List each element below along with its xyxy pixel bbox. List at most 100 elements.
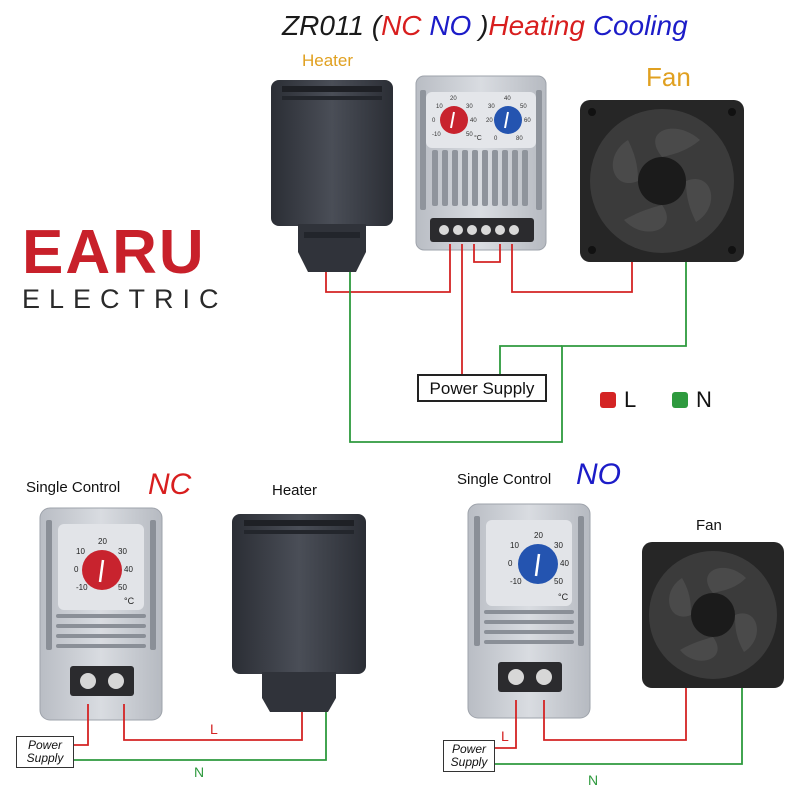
nc-scale-30: 30	[118, 547, 127, 556]
nc-thermostat: 20 30 10 40 0 50 -10 °C	[39, 507, 163, 721]
top-heater-body	[271, 80, 393, 226]
no-wire-fan-l	[543, 688, 687, 741]
dual-left-scale-top: 20	[450, 96, 457, 102]
top-power-supply-box: Power Supply	[417, 374, 547, 402]
top-dual-thermostat: 20 10 0 -10 30 40 50 40 30 20 50 60 0 80…	[415, 75, 547, 251]
no-scale-0: 0	[508, 559, 513, 568]
no-power-supply-line2: Supply	[450, 755, 488, 769]
dual-thermostat-grille	[420, 90, 542, 210]
nc-scale-0: 0	[74, 565, 79, 574]
legend-l-swatch	[600, 392, 616, 408]
wire-supply-n	[499, 345, 562, 374]
dual-right-scale-c: 50	[520, 104, 527, 110]
nc-wire-n	[74, 712, 327, 761]
no-scale-10: 10	[510, 541, 519, 550]
nc-scale-50: 50	[118, 583, 127, 592]
title-no: NO	[429, 10, 472, 41]
no-unit: °C	[558, 592, 569, 602]
nc-power-supply-line2: Supply	[26, 751, 64, 765]
no-wire-n	[495, 688, 743, 765]
dual-left-scale-a: 10	[436, 104, 443, 110]
nc-unit: °C	[124, 596, 135, 606]
top-fan	[580, 100, 744, 262]
title-cooling: Cooling	[592, 10, 688, 41]
no-section-mode: NO	[576, 458, 621, 491]
wire-common-n	[349, 262, 687, 443]
nc-thermostat-grille	[46, 520, 156, 650]
top-fan-hub	[638, 157, 686, 205]
dial-panel	[426, 92, 536, 148]
top-fan-blades	[612, 128, 712, 232]
dial-blue-pointer	[504, 111, 509, 129]
no-power-supply-box: Power Supply	[443, 740, 495, 772]
top-heater-terminal	[298, 224, 366, 272]
no-scale-20: 20	[534, 531, 543, 540]
top-fan-label: Fan	[646, 62, 691, 92]
dual-left-scale-f: 50	[466, 132, 473, 138]
brand-logo-name: EARU	[22, 218, 206, 287]
nc-scale-minus10: -10	[76, 583, 88, 592]
nc-section-mode: NC	[148, 468, 192, 501]
no-screw-2	[536, 669, 552, 685]
no-scale-30: 30	[554, 541, 563, 550]
no-scale-50: 50	[554, 577, 563, 586]
nc-scale-40: 40	[124, 565, 133, 574]
bottom-heater	[232, 514, 366, 712]
no-terminal-block	[498, 662, 562, 692]
nc-screw-1	[80, 673, 96, 689]
wire-heater-l	[325, 244, 451, 293]
nc-power-supply-line1: Power	[27, 738, 62, 752]
dual-left-scale-b: 0	[432, 118, 436, 124]
no-thermostat: 20 30 10 40 0 50 -10 °C	[467, 503, 591, 719]
bottom-fan-label: Fan	[696, 517, 722, 534]
page-title: ZR011 (NC NO )Heating Cooling	[282, 12, 688, 40]
no-wire-supply-l	[495, 700, 517, 749]
nc-scale-10: 10	[76, 547, 85, 556]
dial-blue[interactable]	[494, 106, 522, 134]
bottom-wiring	[74, 688, 743, 765]
nc-screw-2	[108, 673, 124, 689]
legend-n-label: N	[696, 387, 712, 412]
dual-terminal-screws	[439, 225, 519, 235]
nc-terminal-block	[70, 666, 134, 696]
nc-wire-supply-l	[74, 704, 89, 746]
title-heating: Heating	[488, 10, 585, 41]
dual-right-scale-f: 80	[516, 136, 523, 142]
bottom-heater-body	[232, 514, 366, 674]
dual-left-scale-c: -10	[432, 132, 441, 138]
dual-right-scale-b: 20	[486, 118, 493, 124]
no-section-title: Single Control	[457, 471, 552, 488]
title-nc: NC	[381, 10, 422, 41]
title-model: ZR011	[282, 10, 364, 41]
nc-wire-n-label: N	[194, 764, 205, 780]
no-scale-minus10: -10	[510, 577, 522, 586]
nc-power-supply-box: Power Supply	[16, 736, 74, 768]
nc-scale-20: 20	[98, 537, 107, 546]
legend-l-label: L	[624, 387, 637, 412]
wire-fan-l	[511, 244, 633, 293]
bottom-heater-terminal	[262, 672, 336, 712]
dual-unit: °C	[474, 134, 482, 142]
no-scale-40: 40	[560, 559, 569, 568]
wire-jumper-l	[473, 244, 501, 263]
no-power-supply-line1: Power	[451, 742, 486, 756]
top-heater-fins	[282, 86, 382, 100]
no-wire-n-label: N	[588, 772, 599, 788]
nc-section-title: Single Control	[26, 479, 121, 496]
bottom-heater-label: Heater	[272, 482, 318, 499]
dial-red[interactable]	[440, 106, 468, 134]
bottom-fan	[642, 542, 784, 688]
no-thermostat-grille	[474, 516, 584, 646]
dial-red-pointer	[450, 111, 455, 129]
top-wiring	[325, 244, 687, 443]
dual-right-scale-e: 0	[494, 136, 498, 142]
no-wire-l-label: L	[501, 728, 509, 744]
dual-left-scale-e: 40	[470, 118, 477, 124]
bottom-fan-hub	[691, 593, 735, 637]
legend-n-swatch	[672, 392, 688, 408]
bottom-fan-blades	[669, 567, 757, 661]
dual-right-scale-top: 40	[504, 96, 511, 102]
top-heater-label: Heater	[302, 51, 354, 70]
